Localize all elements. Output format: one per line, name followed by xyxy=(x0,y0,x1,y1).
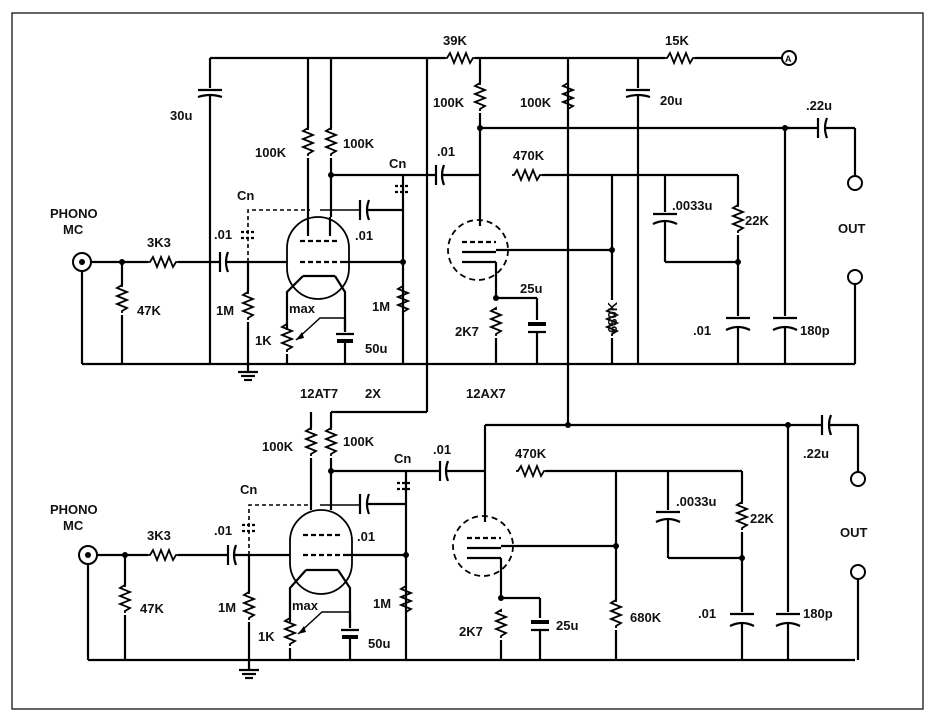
r-100k-plate-top-label: 100K xyxy=(433,95,465,110)
max-bot-label: max xyxy=(292,598,319,613)
phono-top-label: PHONO xyxy=(50,206,98,221)
c-01-fb-bot-label: .01 xyxy=(357,529,375,544)
r-22k-bot-label: 22K xyxy=(750,511,774,526)
c-30u-label: 30u xyxy=(170,108,192,123)
node-a-label: A xyxy=(785,54,792,64)
mc-top-label: MC xyxy=(63,222,84,237)
c-50u-top-label: 50u xyxy=(365,341,387,356)
r-1k-bot-label: 1K xyxy=(258,629,275,644)
b-plus-rail: A 39K 15K xyxy=(210,33,797,66)
r-22k-top-label: 22K xyxy=(745,213,769,228)
r-1m-right-bot-label: 1M xyxy=(373,596,391,611)
r-1m-grid-bot-label: 1M xyxy=(218,600,236,615)
r-2k7-bot-label: 2K7 xyxy=(459,624,483,639)
c-01-fb-top-label: .01 xyxy=(355,228,373,243)
out-jack-bot-hot[interactable] xyxy=(850,471,866,487)
top-tube-2: .01 100K 100K 2K7 25u 470K 680K xyxy=(433,58,866,364)
c-22u-top-label: .22u xyxy=(806,98,832,113)
c-01-cpl-bot-label: .01 xyxy=(433,442,451,457)
cn-bot-label: Cn xyxy=(394,451,411,466)
cap-20u: 20u xyxy=(625,58,682,364)
c-20u-label: 20u xyxy=(660,93,682,108)
r-100k-a-bot-label: 100K xyxy=(262,439,294,454)
phono-bot-label: PHONO xyxy=(50,502,98,517)
tube-count-label: 2X xyxy=(365,386,381,401)
c-25u-bot-label: 25u xyxy=(556,618,578,633)
cn-in-bot-label: Cn xyxy=(240,482,257,497)
r-470k-bot-label: 470K xyxy=(515,446,547,461)
c-01-riaa-bot-label: .01 xyxy=(698,606,716,621)
out-top-label: OUT xyxy=(838,221,866,236)
r-47k-bot-label: 47K xyxy=(140,601,164,616)
c-0033-bot-label: .0033u xyxy=(676,494,717,509)
top-tube-1: 100K 100K 1M .01 Cn max 1K 50u xyxy=(255,58,436,364)
r-3k3-bot-label: 3K3 xyxy=(147,528,171,543)
c-0033-top-label: .0033u xyxy=(672,198,713,213)
r-1k-top-label: 1K xyxy=(255,333,272,348)
r-100k-b-bot-label: 100K xyxy=(343,434,375,449)
r-1m-right-top-label: 1M xyxy=(372,299,390,314)
out-jack-bot-gnd[interactable] xyxy=(850,564,866,580)
c-50u-bot-label: 50u xyxy=(368,636,390,651)
r-100k-plate-b-top-label: 100K xyxy=(520,95,552,110)
c-01-in-bot-label: .01 xyxy=(214,523,232,538)
top-input: PHONO MC 3K3 .01 47K Cn 1M xyxy=(50,188,855,382)
c-25u-top-label: 25u xyxy=(520,281,542,296)
r-680k-top-label: 680K xyxy=(605,301,620,333)
r-2k7-top-label: 2K7 xyxy=(455,324,479,339)
r-47k-top-label: 47K xyxy=(137,303,161,318)
c-22u-bot-label: .22u xyxy=(803,446,829,461)
tube-1-label: 12AT7 xyxy=(300,386,338,401)
cap-30u: 30u xyxy=(170,58,223,364)
r-100k-a-top-label: 100K xyxy=(255,145,287,160)
c-01-in-top-label: .01 xyxy=(214,227,232,242)
max-top-label: max xyxy=(289,301,316,316)
r-470k-top-label: 470K xyxy=(513,148,545,163)
tube-2-label: 12AX7 xyxy=(466,386,506,401)
out-bot-label: OUT xyxy=(840,525,868,540)
c-01-cpl-top-label: .01 xyxy=(437,144,455,159)
r-15k-label: 15K xyxy=(665,33,689,48)
bottom-tube-2: .01 2K7 25u 470K 680K .0033u xyxy=(433,414,868,660)
frame xyxy=(11,12,924,710)
c-01-riaa-top-label: .01 xyxy=(693,323,711,338)
out-jack-top-hot[interactable] xyxy=(847,175,863,191)
out-jack-top-gnd[interactable] xyxy=(847,269,863,285)
c-180p-bot-label: 180p xyxy=(803,606,833,621)
cn-in-top-label: Cn xyxy=(237,188,254,203)
r-39k-label: 39K xyxy=(443,33,467,48)
c-180p-top-label: 180p xyxy=(800,323,830,338)
r-680k-bot-label: 680K xyxy=(630,610,662,625)
r-3k3-top-label: 3K3 xyxy=(147,235,171,250)
r-100k-b-top-label: 100K xyxy=(343,136,375,151)
bottom-tube-1: 100K 100K 1M .01 Cn max 1K 50u xyxy=(258,412,440,660)
bottom-input: PHONO MC 3K3 .01 47K Cn 1M xyxy=(50,482,855,680)
r-1m-grid-top-label: 1M xyxy=(216,303,234,318)
mc-bot-label: MC xyxy=(63,518,84,533)
cn-top-label: Cn xyxy=(389,156,406,171)
